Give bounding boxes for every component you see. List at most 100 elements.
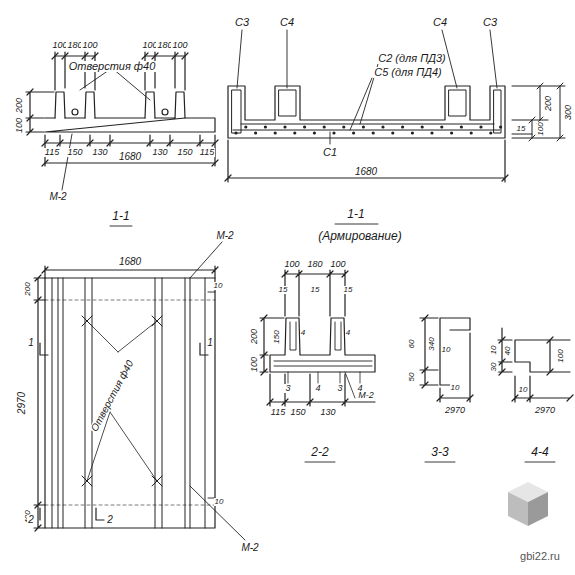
dimension-label: 200 xyxy=(251,327,260,344)
rebar-dot xyxy=(244,125,247,128)
dimension-label: Отверстия ф40 xyxy=(89,358,136,434)
dimension-label: М-2 xyxy=(357,391,375,400)
rebar-dot xyxy=(391,131,394,134)
dimension-label: 200 xyxy=(16,96,25,113)
rebar-dot xyxy=(323,125,326,128)
dimension-label: 15 xyxy=(310,286,321,294)
dimension-label: 2-2 xyxy=(310,446,329,458)
dimension-label: 1680 xyxy=(118,152,142,162)
rebar-dot xyxy=(293,131,296,134)
dimension-label: 4-4 xyxy=(530,446,549,458)
dimension-label: 150 xyxy=(176,148,193,157)
rebar-dot xyxy=(283,125,286,128)
dimension-label: 1 xyxy=(206,338,214,348)
dimension-label: 15 xyxy=(343,286,354,294)
watermark: gbi22.ru xyxy=(519,551,561,562)
dimension-label: 130 xyxy=(319,408,336,417)
dimension-label: 115 xyxy=(44,148,60,157)
dimension-label: С2 (для ПД3) xyxy=(377,53,447,64)
dimension-label: 2970 xyxy=(444,406,466,415)
dimension-label: 10 xyxy=(441,346,452,354)
dimension-label: 30 xyxy=(490,362,498,373)
rebar-dot xyxy=(411,131,414,134)
dimension-label: (Армирование) xyxy=(317,230,402,242)
dimension-label: 4 xyxy=(300,329,306,337)
dimension-label: 300 xyxy=(565,103,574,120)
dimension-label: 40 xyxy=(504,346,512,357)
dimension-label: 115 xyxy=(199,148,215,157)
dimension-label: 100 xyxy=(537,121,545,136)
logo-cube xyxy=(508,482,548,526)
dimension-label: М-2 xyxy=(48,192,67,202)
dimension-label: 100 xyxy=(329,260,346,269)
reinforcement-section xyxy=(225,30,565,224)
rebar-dot xyxy=(254,131,257,134)
dimension-label: 2 xyxy=(106,515,114,525)
dimension-label: 10 xyxy=(518,386,529,394)
rebar-dot xyxy=(274,131,277,134)
dimension-label: 60 xyxy=(408,339,416,350)
dimension-label: С4 xyxy=(432,17,448,28)
rebar-dot xyxy=(421,125,424,128)
dimension-label: 10 xyxy=(450,384,461,392)
rebar-dot xyxy=(332,131,335,134)
dimension-label: 130 xyxy=(151,148,168,157)
dimension-label: 3 xyxy=(284,384,291,393)
dimension-label: 100 xyxy=(171,41,188,50)
dimension-label: 100 xyxy=(557,348,565,363)
dimension-label: 1 xyxy=(27,338,35,348)
plan-view xyxy=(34,242,245,540)
dimension-label: 150 xyxy=(273,329,281,344)
rebar-dot xyxy=(440,125,443,128)
rebar-dot xyxy=(381,125,384,128)
section-3-3 xyxy=(420,315,473,462)
dimension-label: М-2 xyxy=(215,231,234,241)
rebar-dot xyxy=(313,131,316,134)
dimension-label: 115 xyxy=(270,408,286,417)
rebar-dot xyxy=(470,131,473,134)
dimension-label: 15 xyxy=(278,286,289,294)
dimension-label: 10 xyxy=(213,282,224,290)
dimension-label: 100 xyxy=(251,355,260,372)
dimension-label: 10 xyxy=(214,498,225,506)
dimension-label: 1680 xyxy=(118,257,142,267)
dimension-label: С3 xyxy=(234,17,250,28)
section-2-2 xyxy=(260,270,375,462)
rebar-dot xyxy=(303,125,306,128)
dimension-label: 150 xyxy=(289,408,306,417)
dimension-label: 2970 xyxy=(534,406,556,415)
rebar-dot xyxy=(401,125,404,128)
rebar-dot xyxy=(430,131,433,134)
section-4-4 xyxy=(498,328,573,462)
dimension-label: 130 xyxy=(91,148,108,157)
dimension-label: 100 xyxy=(283,260,300,269)
rebar-dot xyxy=(264,125,267,128)
section-view xyxy=(26,52,218,226)
dimension-label: 1-1 xyxy=(346,208,365,220)
rebar-dot xyxy=(479,125,482,128)
dimension-label: 15 xyxy=(516,125,527,133)
dimension-label: С3 xyxy=(482,17,498,28)
rebar-dot xyxy=(362,125,365,128)
dimension-label: 2970 xyxy=(17,391,27,415)
dimension-label: С1 xyxy=(322,147,338,158)
dimension-label: 100 xyxy=(81,41,98,50)
dimension-label: Отверстия ф40 xyxy=(68,61,157,72)
dimension-label: 200 xyxy=(545,94,554,111)
rebar-dot xyxy=(352,131,355,134)
dimension-label: 340 xyxy=(428,336,436,351)
dimension-label: 50 xyxy=(408,372,416,383)
rebar-dot xyxy=(450,131,453,134)
rebar-dot xyxy=(499,125,502,128)
dimension-label: 200 xyxy=(24,281,32,296)
dimension-label: 3 xyxy=(336,384,343,393)
dimension-label: 4 xyxy=(345,329,351,337)
dimension-label: 180 xyxy=(306,260,323,269)
dimension-label: 4 xyxy=(314,384,321,393)
rebar-dot xyxy=(342,125,345,128)
rebar-dot xyxy=(460,125,463,128)
dimension-label: 10 xyxy=(490,345,498,356)
rebar-dot xyxy=(489,131,492,134)
dimension-label: С4 xyxy=(279,17,295,28)
